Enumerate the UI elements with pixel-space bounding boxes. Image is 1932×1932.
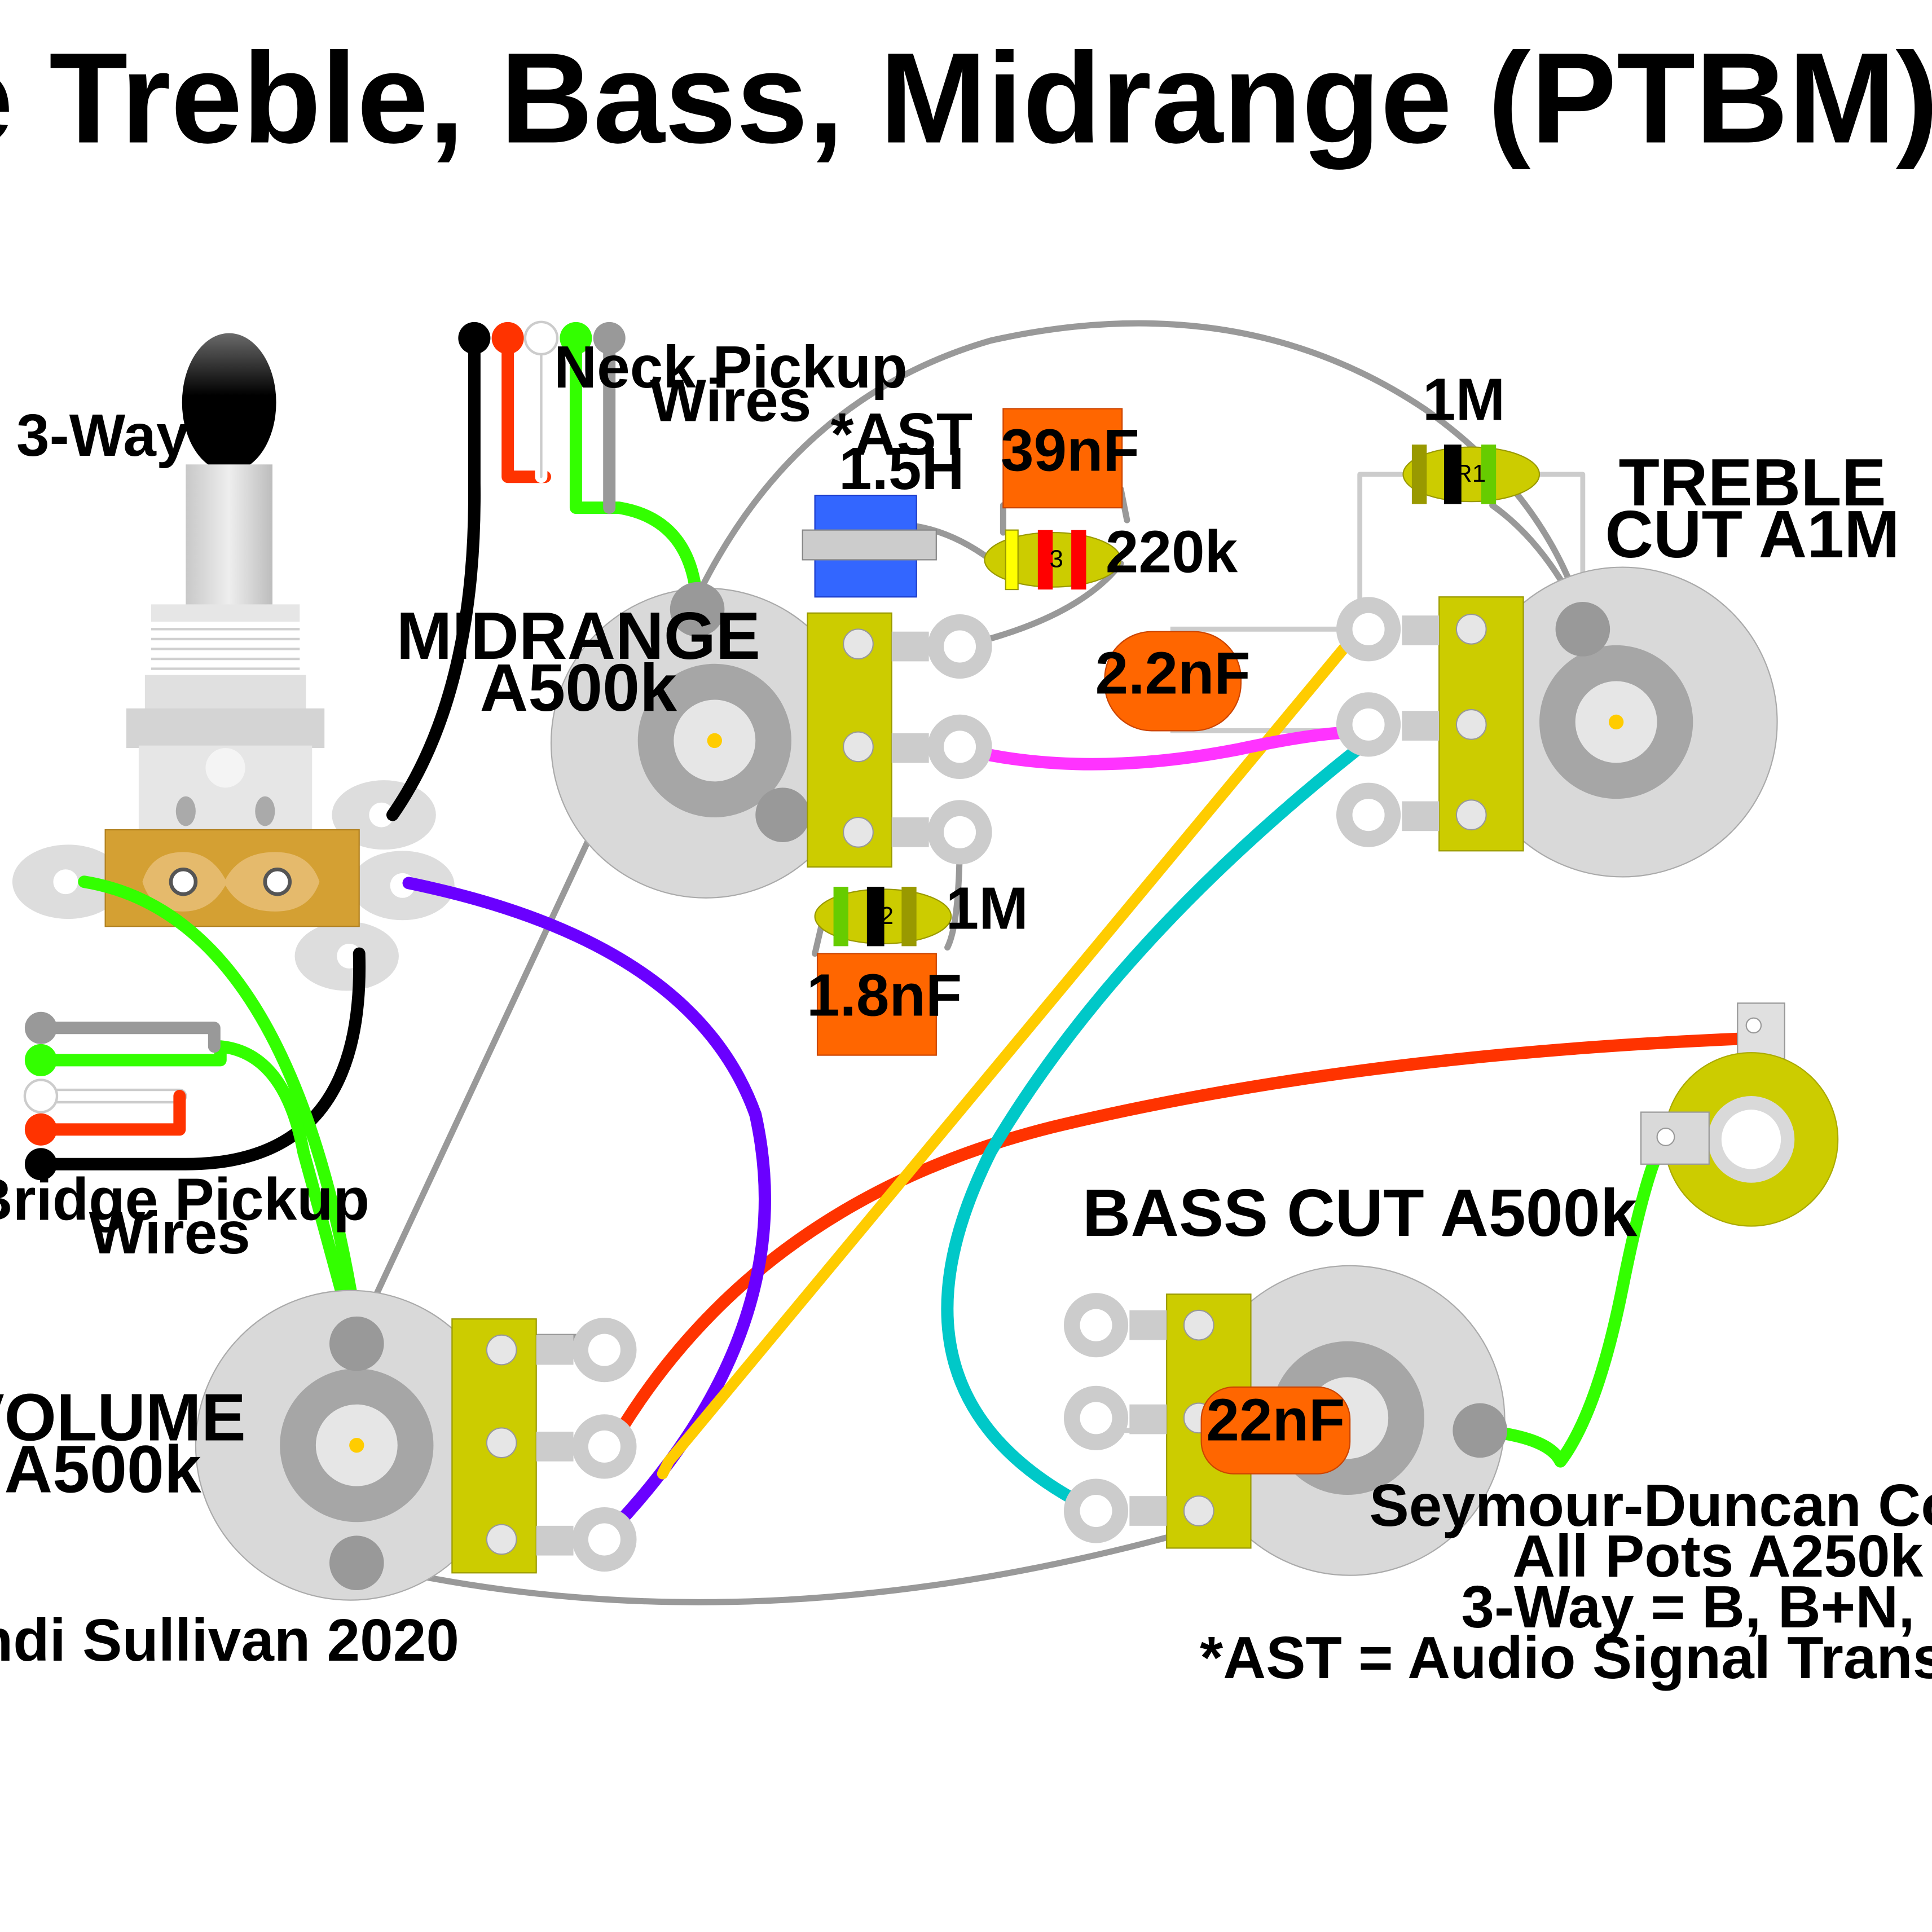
neck-wire-end-black: [458, 322, 491, 354]
note-line4: *AST = Audio Signal Transformer: [1200, 1625, 1932, 1691]
bridge-wire-end-red: [24, 1113, 57, 1146]
cap-22nf-label: 22nF: [1206, 1387, 1345, 1453]
resistor-220k: 3: [984, 529, 1122, 591]
cap-2-2nf-label: 2.2nF: [1095, 640, 1251, 706]
note-line3: 3-Way = B, B+N, N: [1461, 1574, 1932, 1640]
bridge-wire-end-grey: [24, 1011, 57, 1044]
cap-1-8nf-label: 1.8nF: [807, 962, 962, 1028]
midrange-label-line2: A500k: [480, 651, 677, 725]
treble-label-line1: TREBLE: [1619, 446, 1886, 520]
resistor-1m-treble: R1: [1402, 445, 1541, 504]
volume-label-line1: VOLUME: [0, 1380, 246, 1455]
wire-grey-ast: [913, 523, 994, 563]
capacitor-22nf: 22nF: [1200, 1386, 1351, 1475]
bridge-pickup-label-line1: Bridge Pickup: [0, 1167, 369, 1233]
bass-label: BASS CUT A500k: [1082, 1176, 1638, 1251]
bridge-wire-end-black: [24, 1148, 57, 1181]
res-1m-mid-mark: 2: [880, 902, 894, 930]
wire-cyan: [941, 739, 1369, 1517]
output-jack: [1640, 1002, 1839, 1227]
res-1m-treble-mark: R1: [1454, 460, 1486, 487]
bridge-wire-end-green: [24, 1044, 57, 1076]
midrange-label-line1: MIDRANGE: [397, 599, 760, 674]
ast-label-line1: *AST: [830, 402, 972, 468]
wire-pink: [947, 726, 1379, 771]
three-way-switch: [12, 333, 455, 991]
treble-pot: [1336, 566, 1778, 878]
wire-yellow: [657, 623, 1366, 1480]
wire-black-bridge: [34, 947, 366, 1170]
neck-pickup-label-line2: Wires: [650, 368, 811, 434]
volume-pot: [195, 1290, 637, 1601]
wire-black-neck: [386, 334, 481, 821]
midrange-pot: [550, 582, 992, 899]
res-220k-mark: 3: [1050, 545, 1063, 573]
note-line2: All Pots A250k: [1512, 1524, 1924, 1590]
bridge-pickup-wires: [23, 1011, 221, 1181]
res-1m-mid-label: 1M: [946, 876, 1028, 942]
switch-label: 3-Way: [16, 403, 190, 469]
wire-green-jack: [1473, 1130, 1672, 1468]
resistor-1m-midrange: 2: [814, 886, 952, 947]
neck-wire-end-red: [491, 322, 524, 354]
credit: Cindi Sullivan 2020: [0, 1608, 459, 1674]
wire-green-bridge: [34, 1040, 363, 1354]
cap-39nf-label: 39nF: [1001, 417, 1139, 483]
bridge-pickup-label-line2: Wires: [89, 1200, 250, 1266]
capacitor-39nf: 39nF: [1001, 408, 1139, 509]
switch-shaft: [186, 464, 273, 607]
res-1m-treble-label: 1M: [1423, 367, 1505, 433]
neck-pickup-wires: [458, 320, 626, 514]
neck-pickup-label-line1: Neck Pickup: [554, 335, 908, 401]
capacitor-1-8nf: 1.8nF: [807, 953, 962, 1056]
ast-label-line2: 1.5H: [839, 436, 965, 502]
wire-red-output: [606, 1031, 1771, 1449]
neck-wire-end-grey: [593, 322, 626, 354]
audio-signal-transformer: [802, 495, 937, 598]
neck-wire-end-green: [560, 322, 592, 354]
volume-label-line2: A500k: [5, 1433, 202, 1507]
diagram-title: Passive Treble, Bass, Midrange (PTBM) Wi…: [0, 26, 1932, 170]
bridge-wire-end-white: [23, 1079, 59, 1114]
res-220k-label: 220k: [1106, 519, 1238, 585]
neck-wire-end-white: [523, 320, 559, 356]
treble-label-line2: CUT A1M: [1605, 498, 1899, 572]
switch-knob-icon: [182, 333, 276, 472]
wire-green-switch: [78, 875, 366, 1350]
capacitor-2-2nf: 2.2nF: [1095, 631, 1251, 732]
note-line1: Seymour-Duncan Colors: [1369, 1473, 1932, 1539]
